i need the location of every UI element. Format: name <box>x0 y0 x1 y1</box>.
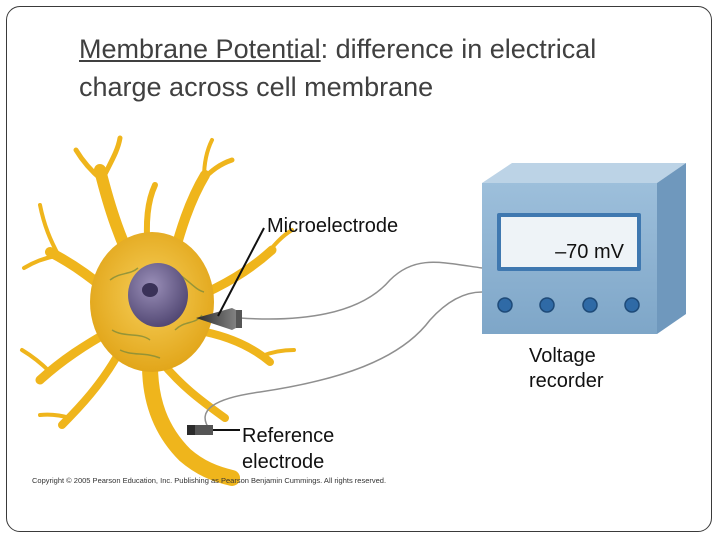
reference-electrode-label: Reference electrode <box>242 425 335 473</box>
voltage-recorder-label: Voltage recorder <box>529 345 604 392</box>
microelectrode-label: Microelectrode <box>267 215 399 237</box>
voltage-recorder-box <box>482 163 686 334</box>
nucleolus <box>142 283 158 297</box>
title-definition: : difference in electrical charge across… <box>79 34 597 102</box>
reference-electrode-probe <box>187 425 213 435</box>
copyright-notice: Copyright © 2005 Pearson Education, Inc.… <box>32 476 387 485</box>
title-term: Membrane Potential <box>79 34 321 64</box>
microelectrode-probe <box>196 308 242 330</box>
nucleus <box>128 263 188 327</box>
voltage-reading: –70 mV <box>555 241 625 263</box>
electrode-wires <box>204 261 483 431</box>
slide-title: Membrane Potential: difference in electr… <box>79 30 679 106</box>
microelectrode-leader-line <box>217 227 265 317</box>
